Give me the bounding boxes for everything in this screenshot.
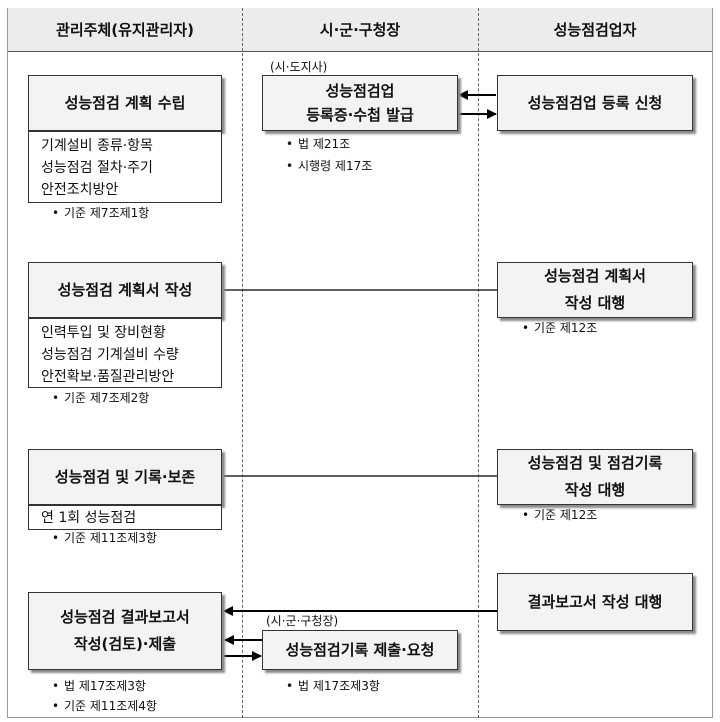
plan-detail-item: 안전조치방안 (41, 182, 119, 198)
plan-agent-title-line: 성능점검 계획서 (544, 267, 646, 285)
plan-doc-detail-item: 인력투입 및 장비현황 (41, 325, 166, 341)
plan-agent-note: •기준 제12조 (522, 318, 597, 338)
plan-doc-detail-item: 성능점검 기계설비 수량 (41, 347, 179, 363)
plan-doc-title: 성능점검 계획서 작성 (57, 280, 193, 299)
register-title-line: 성능점검업 (325, 82, 395, 100)
record-agent-note: •기준 제12조 (522, 505, 597, 525)
bullet-icon: • (52, 391, 60, 405)
plan-box: 성능점검 계획 수립 (28, 75, 222, 131)
column-divider-2 (478, 8, 479, 718)
plan-agent-title-line: 작성 대행 (564, 294, 626, 312)
bullet-icon: • (52, 699, 60, 713)
inspect-box: 성능점검 및 기록·보존 (28, 449, 222, 505)
inspect-note: •기준 제11조제3항 (52, 528, 157, 548)
record-agent-title-line: 성능점검 및 점검기록 (527, 454, 663, 472)
bullet-icon: • (522, 508, 530, 522)
inspect-detail-item: 연 1회 성능점검 (41, 510, 137, 526)
register-note: •법 제21조 (286, 134, 350, 154)
plan-detail-item: 기계설비 종류·항목 (41, 138, 153, 154)
submit-box: 성능점검기록 제출·요청 (262, 630, 458, 670)
inspect-title: 성능점검 및 기록·보존 (54, 467, 196, 486)
report-agent-box: 결과보고서 작성 대행 (497, 573, 693, 631)
submit-title: 성능점검기록 제출·요청 (285, 640, 435, 659)
bullet-icon: • (522, 321, 530, 335)
record-agent-box: 성능점검 및 점검기록 작성 대행 (497, 449, 693, 505)
plan-doc-detail-item: 안전확보·품질관리방안 (41, 369, 175, 385)
bullet-icon: • (286, 159, 294, 173)
inspect-details: 연 1회 성능점검 (28, 505, 222, 530)
bullet-icon: • (286, 679, 294, 693)
apply-title: 성능점검업 등록 신청 (527, 93, 663, 112)
plan-doc-box: 성능점검 계획서 작성 (28, 262, 222, 318)
register-box: 성능점검업 등록증·수첩 발급 (262, 75, 458, 131)
column-header-manager: 관리주체(유지관리자) (8, 8, 242, 52)
column-header-local-government: 시·군·구청장 (242, 8, 478, 52)
register-note: •시행령 제17조 (286, 156, 372, 176)
plan-doc-details: 인력투입 및 장비현황 성능점검 기계설비 수량 안전확보·품질관리방안 (28, 318, 222, 388)
plan-detail-item: 성능점검 절차·주기 (41, 160, 153, 176)
bullet-icon: • (286, 137, 294, 151)
report-note: •법 제17조제3항 (52, 676, 146, 696)
plan-agent-box: 성능점검 계획서 작성 대행 (497, 262, 693, 318)
register-title-line: 등록증·수첩 발급 (306, 106, 414, 124)
bullet-icon: • (52, 206, 60, 220)
record-agent-title-line: 작성 대행 (564, 481, 626, 499)
report-title-line: 작성(검토)·제출 (73, 635, 177, 653)
report-agent-title: 결과보고서 작성 대행 (527, 592, 663, 611)
plan-note: •기준 제7조제1항 (52, 203, 149, 223)
plan-doc-note: •기준 제7조제2항 (52, 388, 149, 408)
apply-box: 성능점검업 등록 신청 (497, 75, 693, 131)
report-box: 성능점검 결과보고서 작성(검토)·제출 (28, 592, 222, 670)
submit-authority-tag: (시·군·구청장) (266, 614, 339, 628)
bullet-icon: • (52, 531, 60, 545)
column-header-inspector: 성능점검업자 (478, 8, 712, 52)
plan-details: 기계설비 종류·항목 성능점검 절차·주기 안전조치방안 (28, 131, 222, 203)
register-authority-tag: (시·도지사) (270, 60, 328, 74)
plan-title: 성능점검 계획 수립 (64, 93, 186, 112)
column-divider-1 (242, 8, 243, 718)
report-note: •기준 제11조제4항 (52, 696, 157, 716)
report-title-line: 성능점검 결과보고서 (60, 608, 190, 626)
bullet-icon: • (52, 679, 60, 693)
submit-note: •법 제17조제3항 (286, 676, 380, 696)
